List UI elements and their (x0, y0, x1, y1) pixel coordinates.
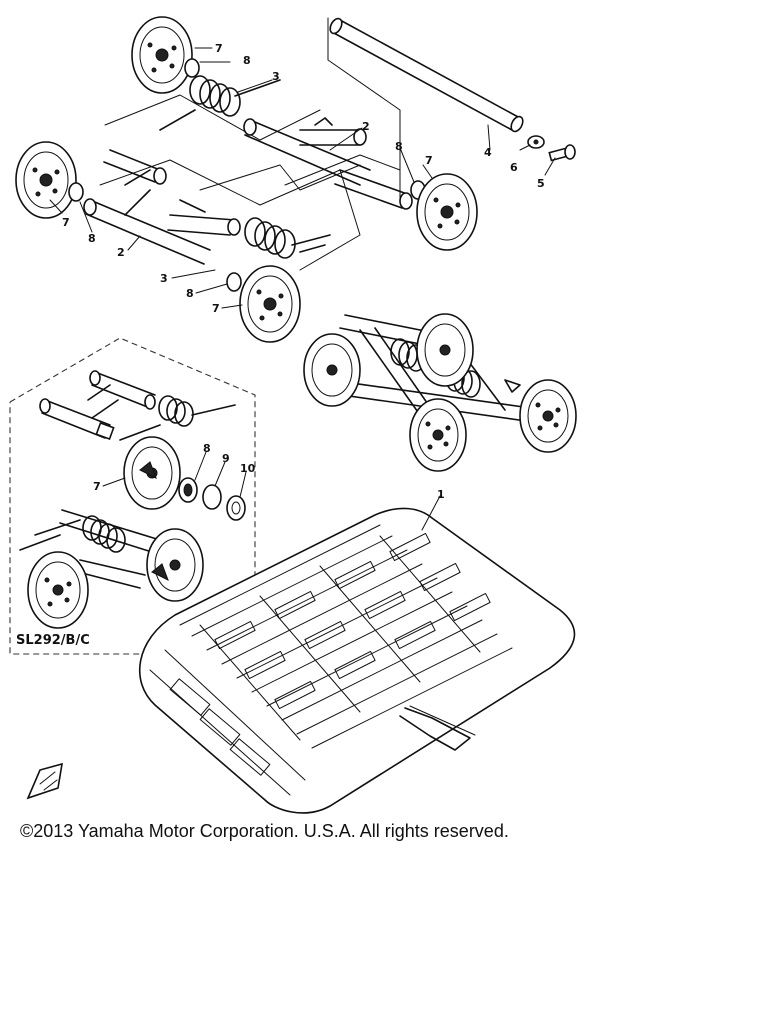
callout-3: 3 (160, 272, 168, 285)
idler-wheel-part-7 (15, 141, 77, 219)
callout-3: 3 (272, 70, 280, 83)
suspension-arm-part-2 (243, 117, 413, 210)
idler-wheel-part-7 (131, 16, 193, 94)
inset-wheel (27, 551, 89, 629)
inset-ring-part-9 (202, 484, 222, 510)
callout-8: 8 (186, 287, 194, 300)
long-axle-part-4 (327, 17, 524, 201)
bogie-wheel (303, 333, 361, 407)
callout-1: 1 (437, 488, 445, 501)
washer-part-6 (527, 135, 545, 149)
inset-cap-part-10 (226, 495, 246, 521)
inset-wheel-part-7 (123, 436, 181, 510)
callout-6: 6 (510, 161, 518, 174)
bearing-part-8 (226, 272, 242, 292)
bearing-part-8 (184, 58, 200, 78)
bogie-wheel (519, 379, 577, 453)
callout-5: 5 (537, 177, 545, 190)
callout-10: 10 (240, 462, 256, 475)
callout-7: 7 (215, 42, 223, 55)
torsion-spring-part-3 (159, 75, 281, 131)
front-direction-arrow-icon (26, 762, 63, 800)
bogie-wheel (416, 313, 474, 387)
model-variant-label: SL292/B/C (16, 633, 90, 648)
top-suspension-assembly (15, 16, 576, 343)
callout-7: 7 (62, 216, 70, 229)
copyright-notice: ©2013 Yamaha Motor Corporation. U.S.A. A… (20, 821, 509, 841)
bolt-part-5 (548, 144, 576, 162)
inset-wheel (146, 528, 204, 602)
bearing-part-8 (68, 182, 84, 202)
callout-7: 7 (93, 480, 101, 493)
idler-wheel-part-7 (416, 173, 478, 251)
assembled-bogie (303, 313, 577, 472)
suspension-arm-part-2 (83, 149, 241, 265)
callout-7: 7 (212, 302, 220, 315)
bogie-wheel (409, 398, 467, 472)
idler-wheel-part-7 (239, 265, 301, 343)
exploded-parts-diagram: 1 2 2 3 3 4 5 6 7 7 7 7 7 8 8 8 8 8 9 10… (9, 16, 577, 814)
callout-8: 8 (88, 232, 96, 245)
callout-8: 8 (203, 442, 211, 455)
callout-4: 4 (484, 146, 492, 159)
torsion-spring-part-3 (244, 217, 331, 259)
sl292-variant-inset (9, 337, 256, 655)
callout-9: 9 (222, 452, 230, 465)
callout-8: 8 (395, 140, 403, 153)
callout-7: 7 (425, 154, 433, 167)
callout-8: 8 (243, 54, 251, 67)
callout-2: 2 (362, 120, 370, 133)
drive-track-part-1 (138, 495, 576, 814)
callout-numbers: 1 2 2 3 3 4 5 6 7 7 7 7 7 8 8 8 8 8 9 10 (62, 42, 545, 501)
callout-2: 2 (117, 246, 125, 259)
inset-bearing-part-8 (178, 477, 198, 503)
